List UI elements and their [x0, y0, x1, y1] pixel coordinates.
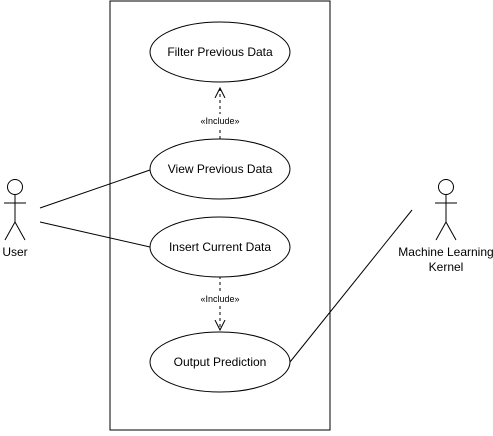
actor-user[interactable]: User [2, 179, 28, 260]
stick-figure-icon [435, 179, 457, 241]
association-user-insert [39, 221, 151, 248]
actor-label: User [2, 245, 27, 259]
actor-machine-learning-kernel[interactable]: Machine Learning Kernel [398, 179, 493, 275]
use-case-label: Output Prediction [174, 355, 267, 369]
include-label-lower: «Include» [200, 294, 239, 304]
actor-label-line2: Kernel [429, 260, 464, 274]
include-label-upper: «Include» [200, 116, 239, 126]
stick-figure-icon [4, 179, 26, 241]
actor-label-line1: Machine Learning [398, 245, 493, 259]
association-kernel-output [289, 209, 413, 363]
association-user-view [39, 169, 151, 209]
use-case-output-prediction[interactable]: Output Prediction [149, 331, 291, 393]
use-case-filter-previous-data[interactable]: Filter Previous Data [149, 21, 291, 83]
use-case-insert-current-data[interactable]: Insert Current Data [149, 216, 291, 278]
use-case-label: View Previous Data [168, 162, 273, 176]
use-case-label: Insert Current Data [169, 240, 271, 254]
use-case-label: Filter Previous Data [167, 45, 273, 59]
use-case-view-previous-data[interactable]: View Previous Data [149, 138, 291, 200]
